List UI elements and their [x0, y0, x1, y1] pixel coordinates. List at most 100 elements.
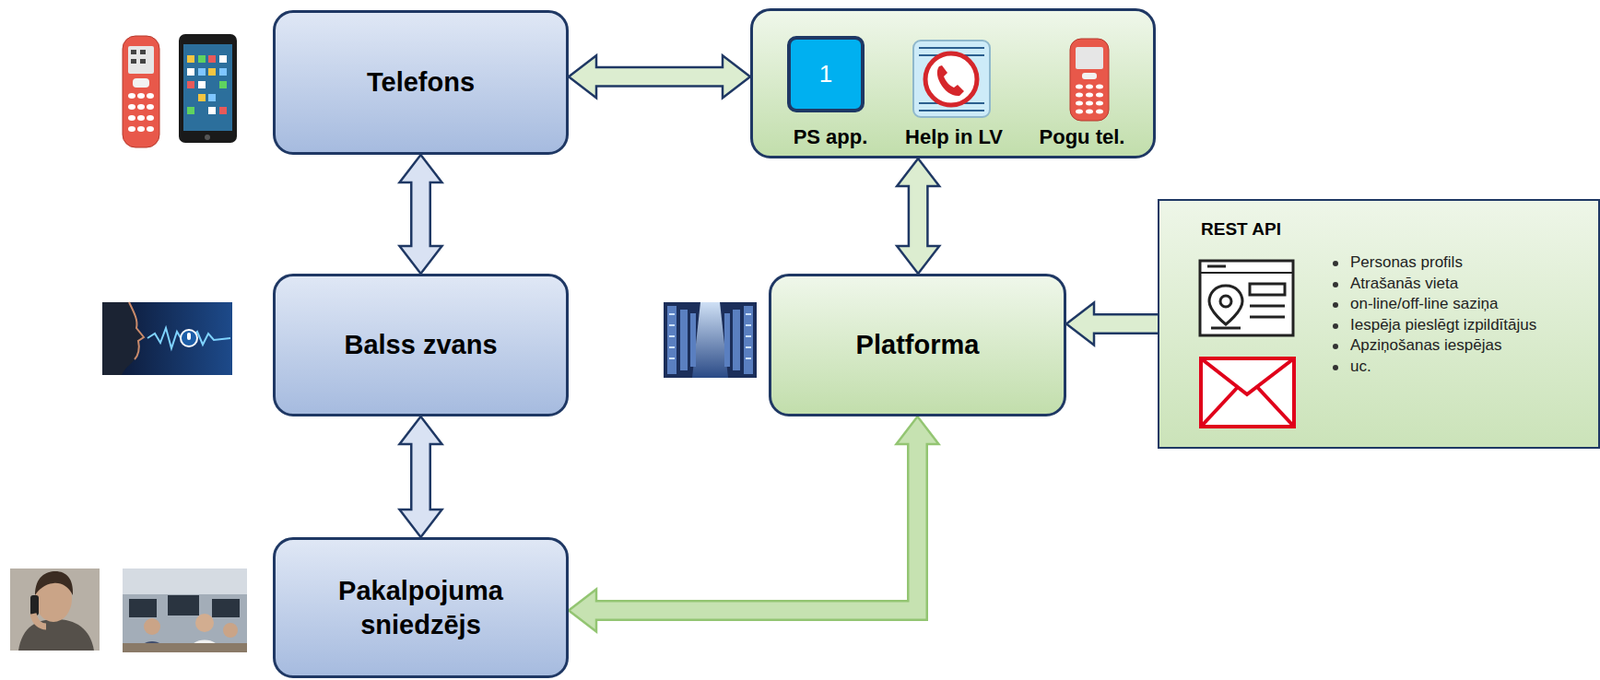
list-item: Atrašanās vieta [1329, 273, 1537, 295]
voice-image-part [129, 302, 144, 360]
smartphone-image-part [183, 44, 233, 131]
block-arrow [568, 416, 940, 633]
process-box: Telefons [272, 10, 569, 155]
feature-phone-image-part-part [146, 104, 154, 110]
call-center-photo-part [219, 644, 244, 653]
feature-phone-image-part [140, 49, 146, 55]
smartphone-image-part-part [219, 81, 227, 89]
feature-phone-image-part-part [128, 115, 136, 121]
api-panel: REST APIPersonas profilsAtrašanās vietao… [1157, 199, 1600, 449]
smartphone-image-part [187, 55, 227, 115]
server-room-image-part-part [669, 346, 675, 349]
feature-phone-image [122, 35, 160, 148]
call-center-photo-part [129, 599, 157, 618]
voice-image-part [102, 302, 144, 376]
list-item-text: Apziņošanas iespējas [1350, 336, 1502, 354]
person-photo-part [10, 568, 100, 651]
smartphone-image-part-part [187, 81, 195, 89]
arrow-shaft [412, 179, 430, 249]
server-room-image-part-part [669, 357, 675, 360]
smartphone-image-part-part [219, 68, 227, 76]
bullet-dot [1332, 260, 1339, 267]
list-item: Iespēja pieslēgt izpildītājus [1329, 315, 1537, 337]
smartphone-image-part-part [219, 55, 227, 63]
arrow-shaft [593, 68, 726, 85]
arrow-head [1066, 303, 1095, 346]
list-item-text: uc. [1350, 357, 1372, 376]
server-room-image-part-part [745, 357, 752, 360]
feature-phone-image-part-part [137, 115, 145, 121]
block-arrow [1066, 303, 1158, 346]
server-room-image-part [669, 313, 752, 360]
server-room-image-part-part [745, 346, 752, 349]
bullet-dot [1332, 364, 1339, 371]
process-box: Balss zvans [272, 273, 569, 417]
app-label: Help in LV [905, 125, 1003, 150]
arrow-head [400, 416, 443, 445]
smartphone-image-part-part [187, 55, 195, 63]
arrow-head [400, 154, 443, 183]
call-center-photo-part [167, 595, 200, 616]
smartphone-image-part [198, 68, 227, 102]
server-room-image-part-part [732, 309, 741, 371]
arrow-head [896, 246, 940, 274]
server-room-image [663, 302, 757, 378]
server-room-image-part-part [667, 305, 677, 375]
icon-number: 1 [788, 37, 863, 111]
arrow-shaft [412, 441, 430, 513]
voice-image-part [187, 332, 191, 341]
smartphone-image-part [187, 55, 227, 115]
app-label: Pogu tel. [1039, 125, 1126, 150]
app-label: PS app. [793, 125, 869, 150]
feature-phone-image-part [130, 58, 137, 64]
feature-phone-image-part-part [137, 126, 145, 132]
box-title: Balss zvans [343, 328, 497, 362]
smartphone-image-part-part [219, 106, 227, 115]
smartphone-image-part-part [208, 106, 216, 115]
block-arrow [568, 55, 751, 98]
feature-phone-image-part [132, 78, 150, 88]
feature-phone-image-part [128, 46, 154, 74]
list-item-text: Iespēja pieslēgt izpildītājus [1350, 316, 1537, 334]
server-room-image-part [667, 305, 753, 375]
smartphone-image-part [187, 55, 216, 102]
bullet-dot [1332, 282, 1339, 288]
smartphone-image-part-part [187, 106, 195, 115]
voice-image-part [102, 302, 233, 376]
call-center-photo-part [188, 640, 222, 654]
arrow-head [896, 158, 940, 187]
arrow-shaft [1091, 316, 1158, 333]
voice-image [102, 302, 233, 376]
smartphone-image-part-part [208, 68, 216, 76]
list-item-text: Atrašanās vieta [1350, 274, 1459, 293]
box-title: Telefons [366, 65, 475, 99]
call-center-photo-part [122, 568, 248, 595]
arrow-head [568, 55, 597, 98]
call-center-photo-part [223, 623, 238, 638]
arrow-head [722, 55, 751, 98]
arrow-head [896, 416, 940, 445]
server-room-image-part [692, 302, 729, 378]
server-room-image-part-part [724, 313, 730, 367]
block-arrow [896, 158, 940, 274]
list-item: Personas profils [1329, 252, 1537, 274]
list-item: on-line/off-line saziņa [1329, 294, 1537, 316]
smartphone-image-part-part [208, 55, 216, 63]
arrow-shaft-outline [596, 444, 918, 612]
box-title: Platforma [856, 328, 980, 362]
bullet-dot [1332, 302, 1339, 308]
feature-phone-image-part [122, 35, 160, 148]
block-arrow [400, 154, 443, 274]
person-photo-part [33, 613, 47, 627]
call-center-photo-part [138, 641, 166, 653]
bullet-dot [1332, 343, 1339, 350]
smartphone-image-part-part [187, 68, 195, 76]
feature-phone-image-part [128, 93, 154, 132]
list-item-text: on-line/off-line saziņa [1350, 294, 1498, 313]
process-box: Pakalpojuma sniedzējs [272, 537, 569, 679]
feature-phone-image-part-part [128, 104, 136, 110]
feature-phone-image-part-part [146, 126, 154, 132]
bullet-dot [1332, 323, 1339, 330]
server-room-image-part-part [669, 324, 675, 327]
server-room-image-part-part [745, 324, 752, 327]
